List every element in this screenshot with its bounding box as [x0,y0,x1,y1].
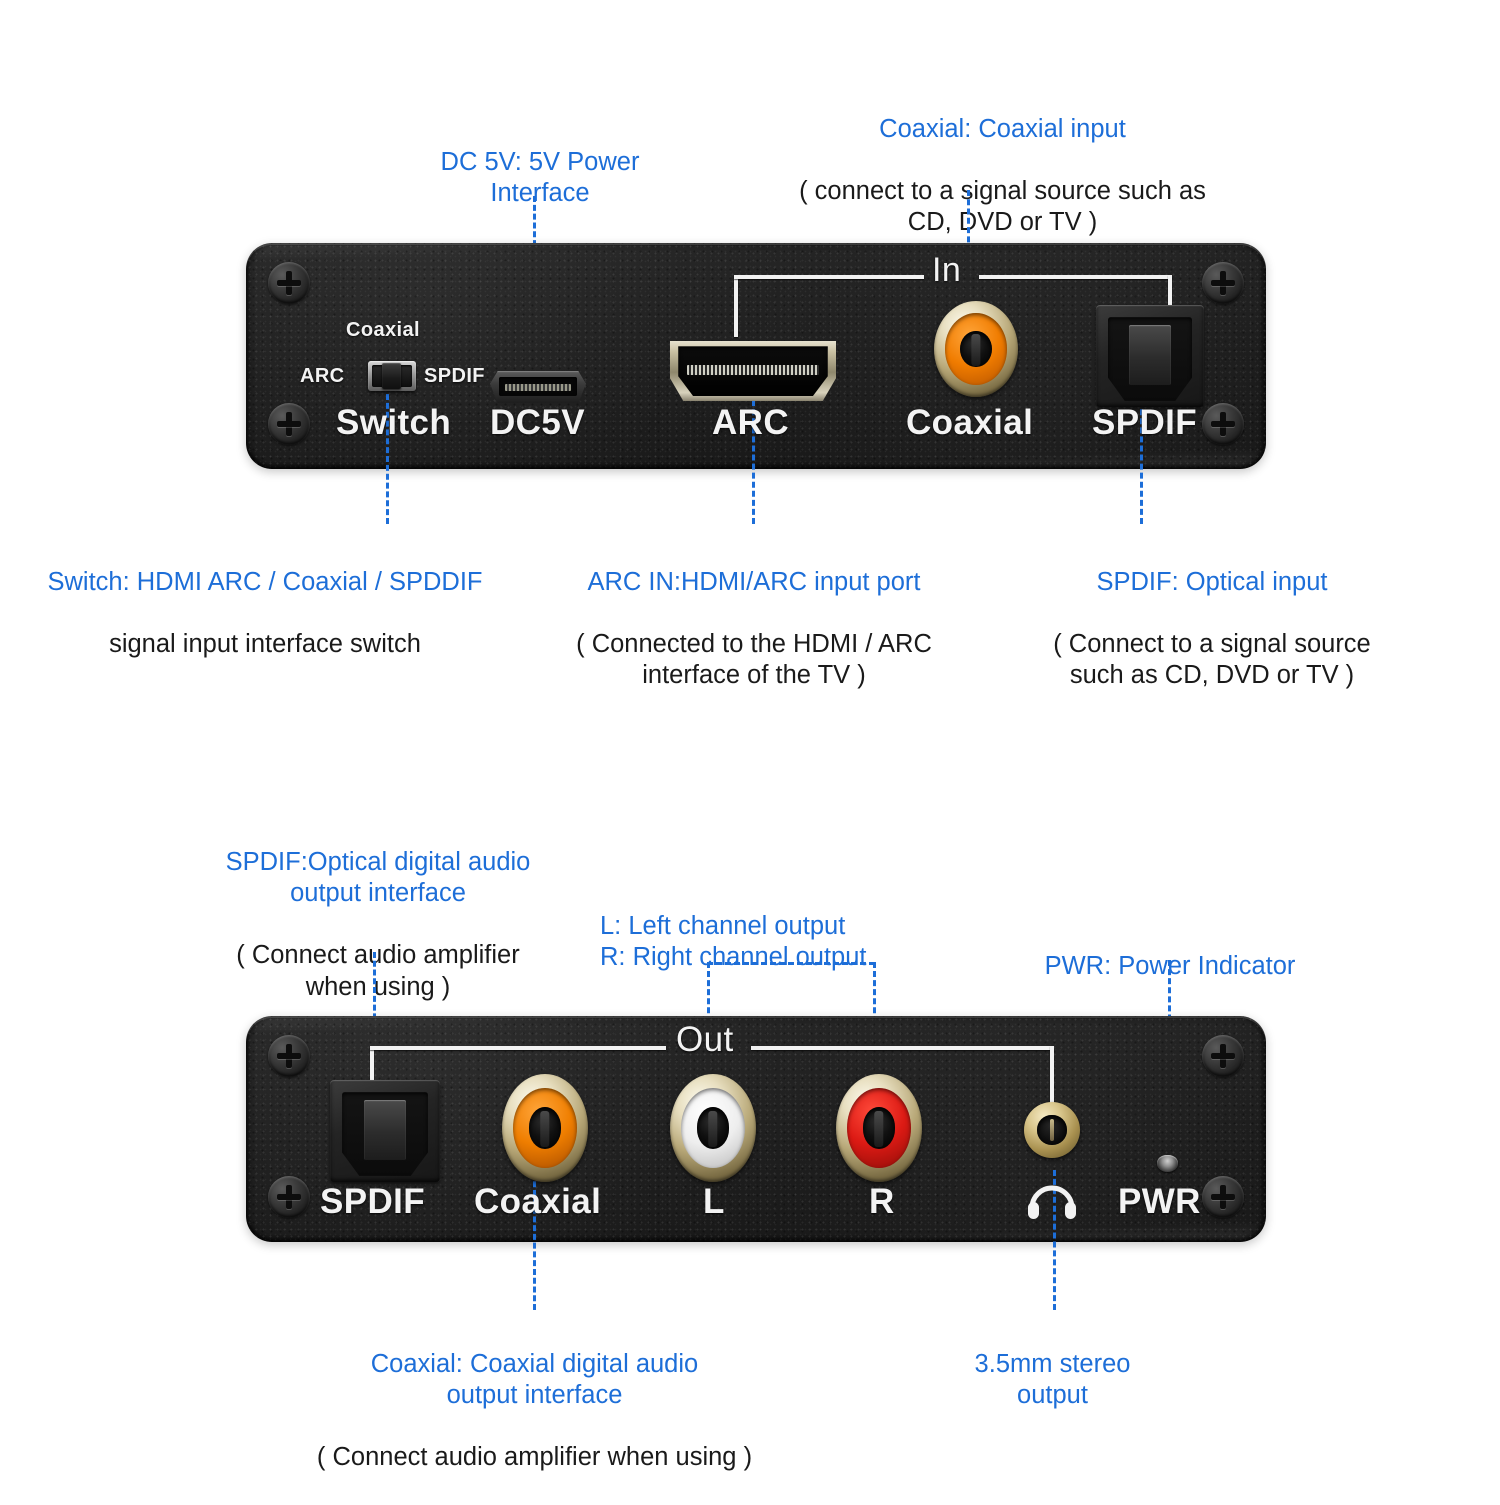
annotation-coaxial-out-detail: ( Connect audio amplifier when using ) [316,1443,753,1472]
annotation-dc5v-title: DC 5V: 5V Power Interface [440,148,640,208]
annotation-stereo-out: 3.5mm stereo output [920,1318,1185,1442]
screw-rear-bottom-left [268,1176,310,1218]
screw-top-right [1202,262,1244,304]
power-led [1157,1155,1178,1172]
port-label-coaxial-out: Coaxial [474,1182,602,1221]
annotation-arc-in: ARC IN:HDMI/ARC input port ( Connected t… [544,536,964,723]
annotation-coaxial-out: Coaxial: Coaxial digital audio output in… [262,1318,807,1505]
device-rear-panel: Out SPDIF Coaxial L R [246,1016,1266,1242]
spdif-in-shutter [1129,325,1171,385]
port-label-spdif-in: SPDIF [1092,403,1198,442]
annotation-pwr: PWR: Power Indicator [1000,920,1340,1013]
annotation-switch-title: Switch: HDMI ARC / Coaxial / SPDDIF [47,568,483,597]
hdmi-arc-port[interactable] [670,341,836,401]
port-label-coaxial-in: Coaxial [906,403,1034,442]
lr-bracket-top [707,962,875,965]
hdmi-pins [686,365,820,375]
annotation-switch: Switch: HDMI ARC / Coaxial / SPDDIF sign… [5,536,525,692]
usb-tongue [505,383,571,391]
left-channel-jack[interactable] [670,1074,756,1182]
annotation-spdif-in-title: SPDIF: Optical input [1096,568,1328,597]
annotation-lr-out: L: Left channel output R: Right channel … [600,880,970,1004]
annotation-spdif-out-detail: ( Connect audio amplifier when using ) [236,941,520,1001]
out-bracket: Out [246,1016,1266,1242]
annotation-arc-in-detail: ( Connected to the HDMI / ARC interface … [576,630,932,690]
screw-rear-top-left [268,1035,310,1077]
coaxial-in-jack[interactable] [934,301,1018,397]
annotation-spdif-in: SPDIF: Optical input ( Connect to a sign… [1022,536,1402,723]
annotation-coaxial-in-title: Coaxial: Coaxial input [879,115,1126,144]
screw-rear-bottom-right [1202,1176,1244,1218]
annotation-switch-detail: signal input interface switch [109,630,421,659]
annotation-coaxial-in: Coaxial: Coaxial input ( connect to a si… [730,83,1275,270]
out-bracket-left-drop [370,1046,374,1106]
in-bracket-label: In [932,251,962,289]
leader-stereo-out [1053,1170,1056,1310]
micro-usb-port[interactable] [490,371,586,403]
port-label-arc: ARC [712,403,790,442]
annotation-coaxial-out-title: Coaxial: Coaxial digital audio output in… [370,1350,699,1410]
leader-arc [752,382,755,524]
spdif-optical-in-port[interactable] [1096,305,1204,407]
annotation-spdif-in-detail: ( Connect to a signal source such as CD,… [1053,630,1371,690]
out-bracket-right-bar [751,1046,1053,1050]
screw-bottom-left [268,403,310,445]
out-bracket-label: Out [676,1020,734,1059]
annotation-pwr-title: PWR: Power Indicator [1044,952,1296,981]
headphone-icon [1026,1178,1078,1220]
screw-top-left [268,262,310,304]
screw-bottom-right [1202,403,1244,445]
in-bracket-right-bar [979,275,1172,279]
leader-spdif-in [1140,382,1143,524]
annotation-spdif-out-title: SPDIF:Optical digital audio output inter… [225,848,531,908]
left-channel-pin [708,1110,718,1148]
annotation-dc5v: DC 5V: 5V Power Interface [380,116,700,240]
headphone-plugbar [1049,1118,1055,1142]
spdif-optical-out-port[interactable] [330,1080,440,1182]
in-bracket-left-drop [734,275,738,337]
screw-rear-top-right [1202,1035,1244,1077]
device-front-panel: In Coaxial ARC SPDIF Switch DC5V ARC Coa [246,243,1266,469]
right-channel-jack[interactable] [836,1074,922,1182]
leader-switch [386,394,389,524]
coaxial-in-pin [971,333,981,367]
port-label-left: L [703,1182,725,1221]
annotation-lr-out-title: L: Left channel output R: Right channel … [600,912,867,972]
annotation-coaxial-in-detail: ( connect to a signal source such as CD,… [799,177,1206,237]
port-label-pwr: PWR [1118,1182,1201,1221]
annotation-stereo-out-title: 3.5mm stereo output [974,1350,1131,1410]
out-bracket-left-bar [370,1046,666,1050]
switch-label-arc: ARC [300,365,345,387]
out-bracket-right-drop [1050,1046,1054,1128]
coaxial-out-pin [540,1110,550,1148]
port-label-dc5v: DC5V [490,403,585,442]
switch-knob[interactable] [382,362,401,390]
leader-coaxial-out [533,1155,536,1310]
spdif-out-shutter [364,1100,406,1160]
headphone-jack[interactable] [1024,1102,1080,1158]
switch-label-spdif: SPDIF [424,365,485,387]
coaxial-out-jack[interactable] [502,1074,588,1182]
port-label-right: R [869,1182,895,1221]
annotation-spdif-out: SPDIF:Optical digital audio output inter… [168,816,588,1034]
annotation-arc-in-title: ARC IN:HDMI/ARC input port [587,568,921,597]
port-label-spdif-out: SPDIF [320,1182,426,1221]
in-bracket-left-bar [734,275,924,279]
switch-label-coaxial: Coaxial [346,319,420,341]
input-source-switch[interactable] [368,361,416,391]
port-label-switch: Switch [336,403,452,442]
right-channel-pin [874,1110,884,1148]
